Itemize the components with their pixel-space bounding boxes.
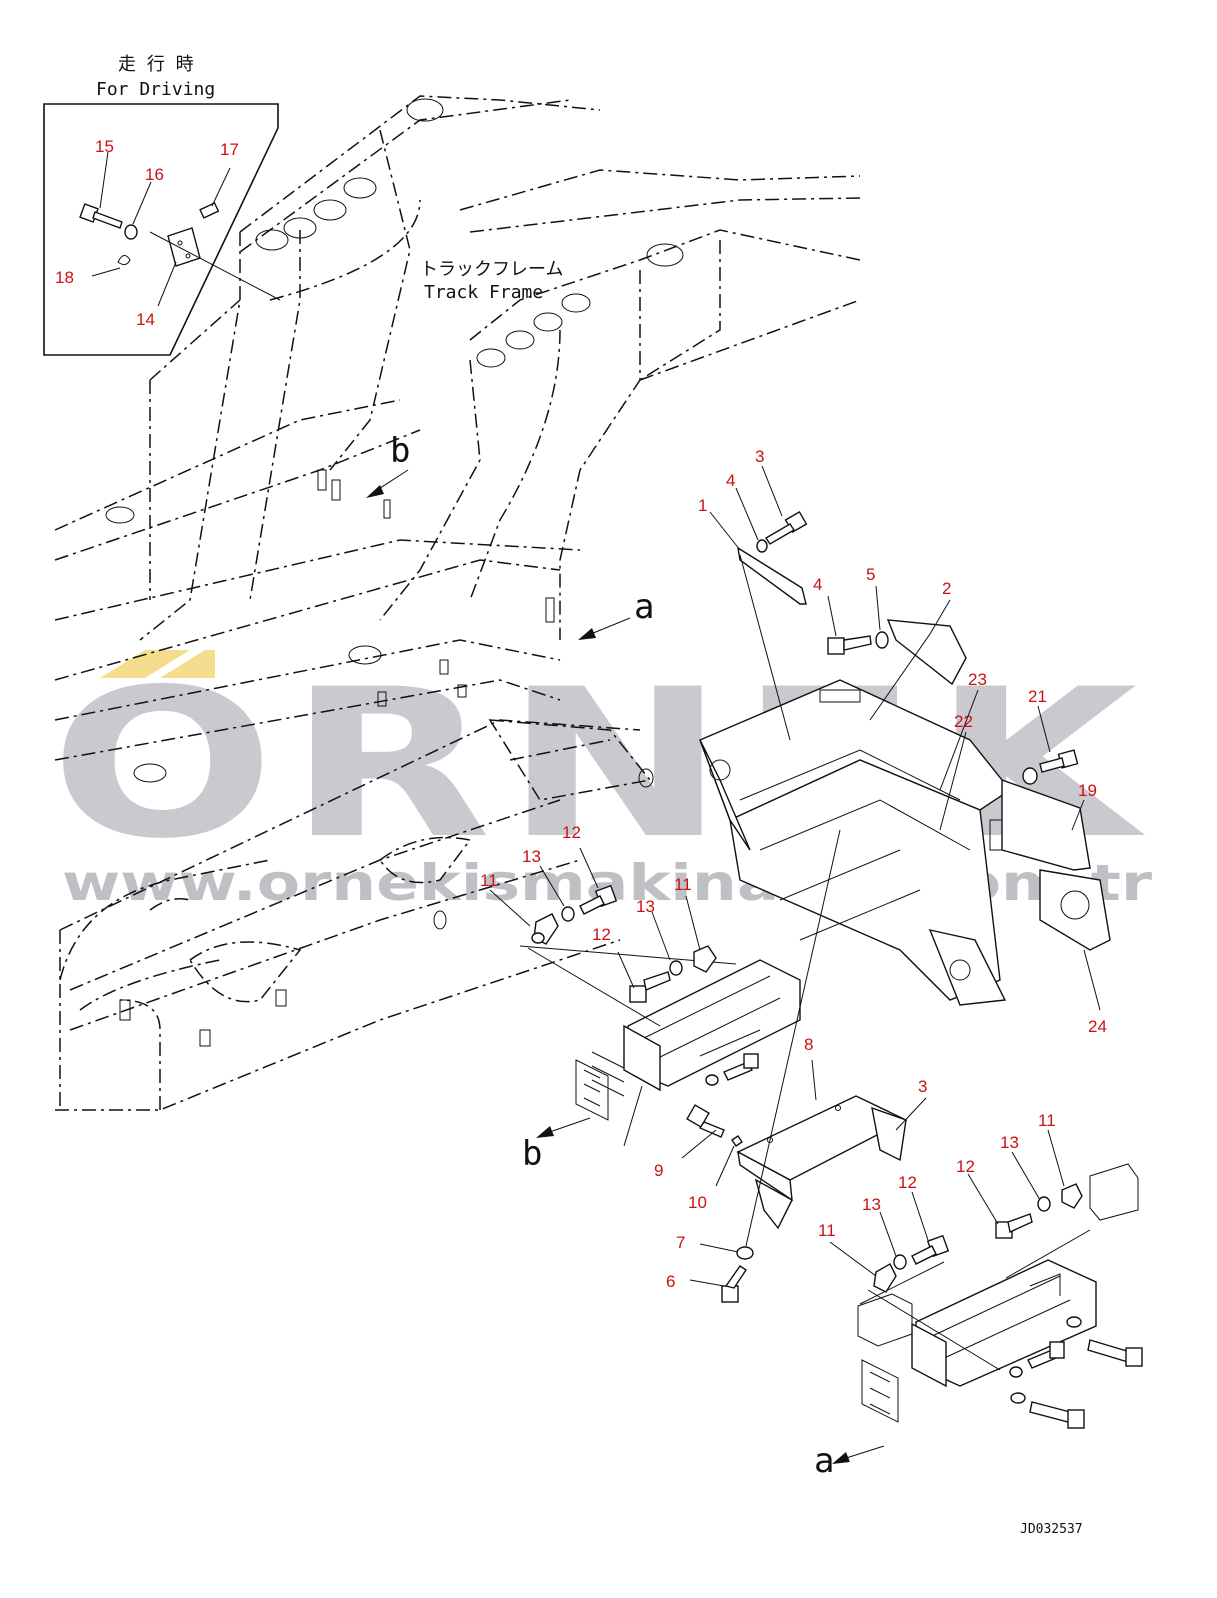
grease-fitting-icon — [873, 1263, 897, 1293]
callout-13c: 13 — [862, 1195, 881, 1214]
washer-icon — [875, 631, 889, 649]
view-a-bottom-label: a — [814, 1441, 834, 1481]
callout-4b: 5 — [866, 565, 875, 584]
callout-23: 24 — [1088, 1017, 1107, 1036]
callout-8: 8 — [804, 1035, 813, 1054]
view-b-bottom-label: b — [522, 1134, 542, 1174]
bracket-plate-icon — [167, 227, 201, 267]
view-arrow-a-top: a — [578, 587, 654, 640]
washer-icon — [124, 224, 138, 240]
for-driving-inset: 走 行 時 For Driving — [43, 54, 281, 356]
track-frame-outline — [54, 95, 861, 1111]
grease-fitting-icon — [1061, 1183, 1083, 1209]
view-arrow-b-top: b — [366, 431, 410, 498]
washer-icon — [1037, 1196, 1051, 1212]
bolt-icon — [579, 884, 618, 915]
view-arrow-a-bottom: a — [814, 1441, 885, 1481]
for-driving-en-label: For Driving — [96, 79, 215, 100]
callout-14: 14 — [136, 310, 155, 329]
bolt-icon — [1039, 749, 1079, 773]
washer-icon — [756, 539, 768, 553]
leader-lines — [489, 465, 1101, 1287]
plate-19-icon — [1001, 779, 1091, 871]
callout-12a: 12 — [562, 823, 581, 842]
bolt-icon — [827, 635, 872, 655]
callout-15: 15 — [95, 137, 114, 156]
callout-13a: 13 — [522, 847, 541, 866]
for-driving-jp-label: 走 行 時 — [118, 54, 194, 75]
callout-12d: 12 — [956, 1157, 975, 1176]
bolt-icon — [721, 1265, 747, 1303]
callout-2: 2 — [942, 579, 951, 598]
callout-11d: 11 — [1038, 1111, 1056, 1130]
bolt-icon — [629, 971, 671, 1003]
callout-4a: 4 — [726, 471, 735, 490]
callout-20: 21 — [1028, 687, 1047, 706]
callout-11b: 11 — [674, 875, 692, 894]
callout-6: 6 — [666, 1272, 675, 1291]
bracket-assembly-24 — [575, 959, 801, 1121]
callout-16: 16 — [145, 165, 164, 184]
washer-icon — [561, 906, 575, 922]
callout-3b: 4 — [813, 575, 822, 594]
view-arrow-b-bottom: b — [522, 1117, 591, 1174]
bolt-icon — [79, 203, 123, 229]
callout-21: 22 — [954, 712, 973, 731]
washer-icon — [893, 1254, 907, 1270]
callout-11a: 11 — [480, 871, 498, 890]
grease-fitting-icon — [693, 945, 717, 973]
subframe-assembly — [699, 679, 1111, 1006]
washer-icon — [731, 1135, 743, 1147]
callout-13b: 13 — [636, 897, 655, 916]
plate-1-icon — [737, 546, 807, 605]
grease-fitting-icon — [531, 913, 559, 945]
callout-13d: 13 — [1000, 1133, 1019, 1152]
clip-icon — [117, 255, 131, 266]
callout-22: 23 — [968, 670, 987, 689]
washer-icon — [669, 960, 683, 976]
callout-19: 19 — [1078, 781, 1097, 800]
callout-5: 3 — [918, 1077, 927, 1096]
callout-10: 10 — [688, 1193, 707, 1212]
callout-3a: 3 — [755, 447, 764, 466]
bolt-icon — [995, 1213, 1033, 1239]
track-frame-jp-label: トラックフレーム — [420, 259, 563, 280]
washer-icon — [1022, 767, 1038, 785]
callout-numbers: 15 16 17 18 14 1 4 3 4 5 2 23 22 21 19 2… — [55, 137, 1107, 1291]
view-a-top-label: a — [634, 587, 654, 627]
callout-12b: 12 — [592, 925, 611, 944]
bolt-icon — [765, 510, 808, 545]
callout-9: 9 — [654, 1161, 663, 1180]
bolt-icon — [686, 1104, 725, 1138]
plate-2-icon — [886, 619, 967, 686]
callout-11c: 11 — [818, 1221, 836, 1240]
callout-1: 1 — [698, 496, 707, 515]
view-b-top-label: b — [390, 431, 410, 471]
track-frame-en-label: Track Frame — [424, 282, 543, 303]
pin-icon — [199, 202, 220, 219]
callout-12c: 12 — [898, 1173, 917, 1192]
callout-18: 18 — [55, 268, 74, 287]
bolt-icon — [911, 1234, 950, 1265]
callout-7: 7 — [676, 1233, 685, 1252]
callout-17: 17 — [220, 140, 239, 159]
drawing-number: JD032537 — [1020, 1522, 1083, 1537]
bracket-assembly-lower — [857, 1163, 1143, 1429]
washer-icon — [736, 1246, 754, 1260]
